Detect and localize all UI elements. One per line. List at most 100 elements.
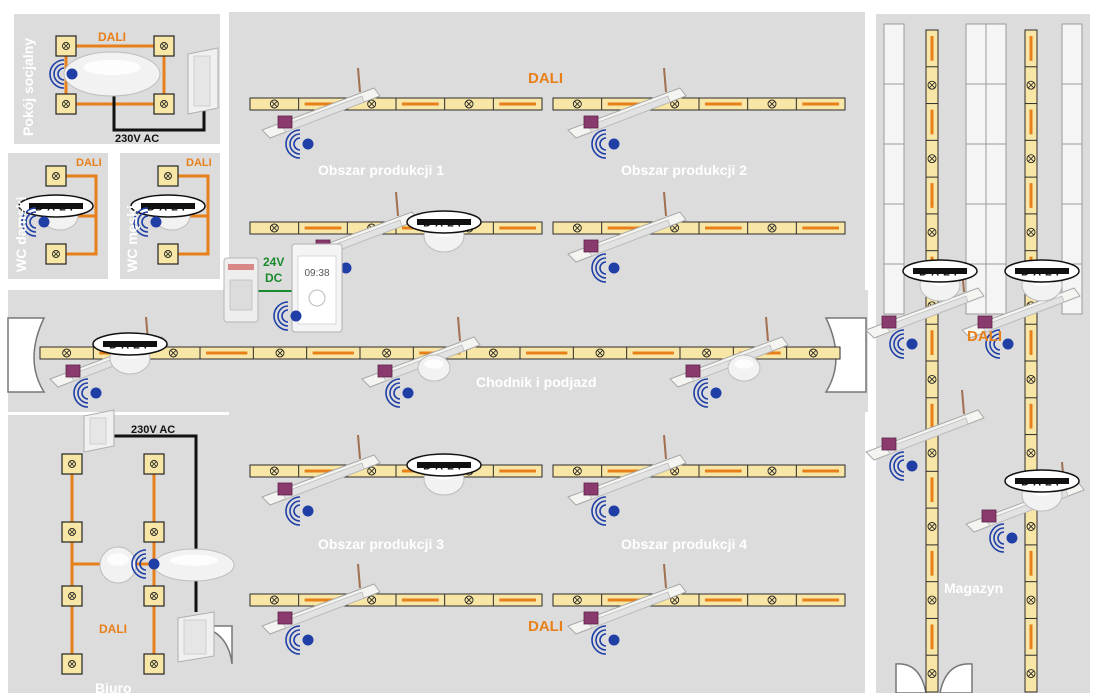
junction-box: [61, 521, 83, 543]
luminaire-strip: [552, 593, 846, 607]
junction-box: [61, 653, 83, 675]
label-wc-damski: WC damski: [13, 196, 29, 272]
pendant-luminaire-icon: [865, 389, 985, 461]
junction-box: [143, 521, 165, 543]
tag-24v: 24V: [263, 255, 285, 269]
junction-box: [143, 653, 165, 675]
pendant-luminaire-icon: [261, 434, 381, 506]
label-obszar-produkcji-4: Obszar produkcji 4: [621, 536, 748, 552]
lamp-symbol: [382, 348, 392, 358]
door: [7, 317, 46, 393]
wireless-signal-icon: [49, 59, 78, 89]
lamp-symbol: [927, 374, 937, 384]
dali-badge-icon: DALI: [92, 332, 168, 356]
dali-badge-icon: DALI: [18, 194, 94, 218]
dali-badge-icon: DALI: [1004, 469, 1080, 493]
wireless-signal-icon: [591, 129, 620, 159]
lamp-symbol: [488, 348, 498, 358]
junction-box: [153, 35, 175, 57]
luminaire-strip: [249, 97, 543, 111]
dali-badge-text: DALI: [423, 461, 465, 473]
label-obszar-produkcji-1: Obszar produkcji 1: [318, 162, 445, 178]
lamp-symbol: [1026, 227, 1036, 237]
ceiling-sensor-icon: [63, 51, 161, 97]
lamp-symbol: [572, 466, 582, 476]
wireless-signal-icon: [591, 625, 620, 655]
ceiling-sensor-icon: [727, 354, 761, 382]
wireless-signal-icon: [133, 207, 162, 237]
window: [1061, 23, 1083, 315]
luminaire-strip: [552, 221, 846, 235]
dali-badge-text: DALI: [423, 218, 465, 230]
lamp-symbol: [595, 348, 605, 358]
tag-dc: DC: [265, 271, 283, 285]
dali-badge-icon: DALI: [130, 194, 206, 218]
lamp-symbol: [927, 595, 937, 605]
lamp-symbol: [1026, 669, 1036, 679]
lamp-symbol: [572, 595, 582, 605]
dali-badge-text: DALI: [1021, 477, 1063, 489]
pendant-luminaire-icon: [567, 67, 687, 139]
wireless-signal-icon: [693, 378, 722, 408]
dali-badge-text: DALI: [147, 202, 189, 214]
label-chodnik-i-podjazd: Chodnik i podjazd: [476, 374, 597, 390]
pendant-luminaire-icon: [261, 563, 381, 635]
wireless-signal-icon: [591, 496, 620, 526]
lamp-symbol: [1026, 80, 1036, 90]
wireless-signal-icon: [385, 378, 414, 408]
pendant-luminaire-icon: [567, 434, 687, 506]
wireless-signal-icon: [591, 253, 620, 283]
wireless-signal-icon: [131, 549, 160, 579]
luminaire-strip: [1024, 29, 1038, 693]
lamp-symbol: [767, 466, 777, 476]
clock-text: 09:38: [304, 268, 329, 279]
lamp-symbol: [927, 154, 937, 164]
dali-badge-icon: DALI: [902, 259, 978, 283]
lamp-symbol: [269, 223, 279, 233]
pendant-luminaire-icon: [961, 267, 1081, 339]
pendant-luminaire-icon: [567, 191, 687, 263]
door: [895, 663, 927, 693]
lamp-symbol: [62, 348, 72, 358]
wall-switch-icon: [187, 47, 219, 115]
junction-box: [61, 453, 83, 475]
junction-box: [153, 93, 175, 115]
junction-box: [157, 243, 179, 265]
tag-230v-pokoj: 230V AC: [115, 133, 160, 145]
tag-24v-dc: 24V DC: [263, 254, 284, 286]
junction-box: [45, 165, 67, 187]
dali-badge-icon: DALI: [406, 453, 482, 477]
tag-dali-magazyn: DALI: [967, 328, 1002, 345]
tag-dali-pokoj: DALI: [98, 30, 126, 44]
tag-230v-biuro: 230V AC: [131, 424, 176, 436]
touch-panel-icon: 09:38: [291, 243, 343, 333]
dali-power-supply-icon: [223, 257, 259, 323]
lamp-symbol: [367, 466, 377, 476]
dali-badge-text: DALI: [35, 202, 77, 214]
wireless-signal-icon: [285, 496, 314, 526]
lamp-symbol: [767, 223, 777, 233]
junction-box: [143, 585, 165, 607]
junction-box: [45, 243, 67, 265]
dali-badge-icon: DALI: [406, 210, 482, 234]
junction-box: [61, 585, 83, 607]
ceiling-sensor-icon: [417, 354, 451, 382]
wall-switch-icon: [83, 409, 115, 453]
dali-badge-icon: DALI: [1004, 259, 1080, 283]
wireless-signal-icon: [73, 378, 102, 408]
label-obszar-produkcji-3: Obszar produkcji 3: [318, 536, 445, 552]
lamp-symbol: [367, 595, 377, 605]
lamp-symbol: [1026, 595, 1036, 605]
lamp-symbol: [572, 223, 582, 233]
lamp-symbol: [702, 348, 712, 358]
lamp-symbol: [1026, 374, 1036, 384]
tag-dali-hall-bottom: DALI: [528, 618, 563, 635]
dali-badge-text: DALI: [919, 267, 961, 279]
dali-badge-text: DALI: [109, 340, 151, 352]
ceiling-sensor-icon: [153, 548, 235, 582]
wireless-signal-icon: [985, 329, 1014, 359]
tag-dali-hall-top: DALI: [528, 70, 563, 87]
label-biuro: Biuro: [95, 680, 132, 696]
wireless-signal-icon: [889, 451, 918, 481]
